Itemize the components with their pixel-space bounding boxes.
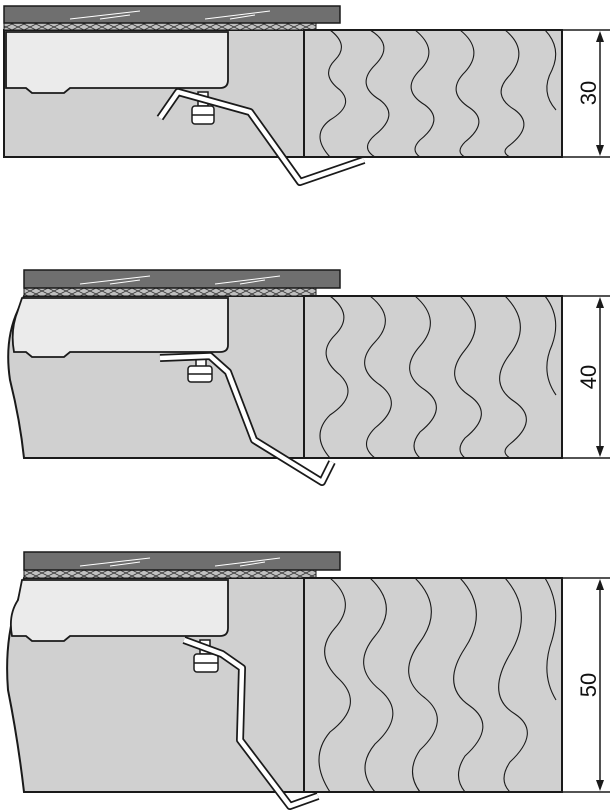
seal-strip [23,569,317,579]
wood-grain [319,29,557,158]
dimension-label-30: 30 [576,81,601,105]
screw [187,357,213,383]
worktop-section [303,295,563,459]
seal-strip [23,287,317,297]
hob-tray [11,297,229,358]
panel-30: 30 [3,5,610,186]
glass-top [23,551,341,571]
dimension-label-50: 50 [576,673,601,697]
wood-grain [318,577,557,793]
panel-40: 40 [7,269,610,486]
panel-50: 50 [6,551,610,810]
worktop-section [303,577,563,793]
hob-tray [5,31,229,94]
wood-grain [319,295,557,459]
glass-top [23,269,341,289]
seal-strip [3,22,317,31]
dimension-line [562,29,610,158]
glass-top [3,5,341,24]
dimension-line [562,295,610,459]
dimension-line [562,577,610,793]
hob-tray [9,579,229,642]
dimension-label-40: 40 [576,365,601,389]
